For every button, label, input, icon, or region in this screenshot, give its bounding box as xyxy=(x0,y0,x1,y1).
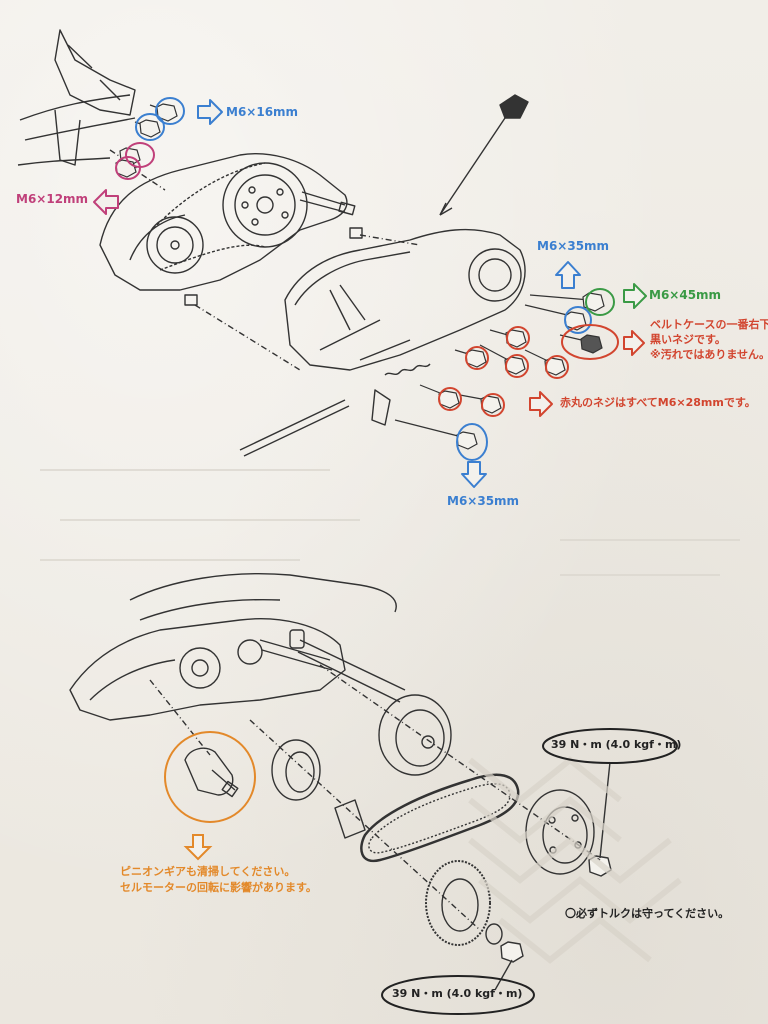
circle-m6x16-b xyxy=(135,113,165,141)
label-m6x16: M6×16mm xyxy=(226,105,299,119)
arrow-m6x45 xyxy=(623,283,647,309)
label-torque-bottom: 39 N・m (4.0 kgf・m) xyxy=(392,987,523,1000)
label-torque-top: 39 N・m (4.0 kgf・m) xyxy=(551,738,682,751)
arrow-pinion xyxy=(183,834,213,861)
circle-pinion xyxy=(164,731,256,823)
label-belt-note-3: ※汚れではありません。 xyxy=(650,348,768,361)
circle-m6x35-bottom xyxy=(456,423,488,461)
circle-m6x45 xyxy=(585,288,615,316)
label-belt-note-2: 黒いネジです。 xyxy=(650,333,726,346)
engine-frame-bottom xyxy=(69,573,612,991)
circle-m6x16-a xyxy=(155,97,185,125)
show-through-text xyxy=(40,469,740,576)
label-m6x12: M6×12mm xyxy=(16,192,89,206)
label-m6x28: 赤丸のネジはすべてM6×28mmです。 xyxy=(560,396,756,409)
label-m6x45: M6×45mm xyxy=(649,288,722,302)
arrow-m6x28 xyxy=(529,391,553,417)
circle-black-bolt xyxy=(561,324,619,360)
arrow-black-bolt xyxy=(623,330,645,356)
oval-torque-top xyxy=(542,728,678,764)
label-m6x35-top: M6×35mm xyxy=(537,239,610,253)
circles-m6x28 xyxy=(438,326,569,417)
label-belt-note-1: ベルトケースの一番右下 xyxy=(650,318,768,331)
circle-m6x12-b xyxy=(115,156,141,180)
arrow-m6x12 xyxy=(93,189,119,215)
label-m6x35-bottom: M6×35mm xyxy=(447,494,520,508)
arrow-m6x35-top xyxy=(555,261,581,289)
arrow-m6x16 xyxy=(197,99,223,125)
torque-ovals xyxy=(381,728,678,1015)
label-torque-note: 〇必ずトルクは守ってください。 xyxy=(565,907,730,920)
watermark-pattern xyxy=(468,756,682,964)
callout-arrows-top xyxy=(93,99,647,488)
belt-case-cover xyxy=(109,94,529,457)
engine-frame-top xyxy=(17,29,421,371)
oval-torque-bottom xyxy=(381,975,535,1015)
circle-m6x35-top xyxy=(564,306,592,334)
label-pinion-note-1: ピニオンギアも清掃してください。 xyxy=(120,865,296,878)
arrow-m6x35-bottom xyxy=(461,461,487,488)
callout-circles-top xyxy=(115,97,619,461)
label-pinion-note-2: セルモーターの回転に影響があります。 xyxy=(120,881,317,894)
pinion-callout xyxy=(164,731,256,861)
